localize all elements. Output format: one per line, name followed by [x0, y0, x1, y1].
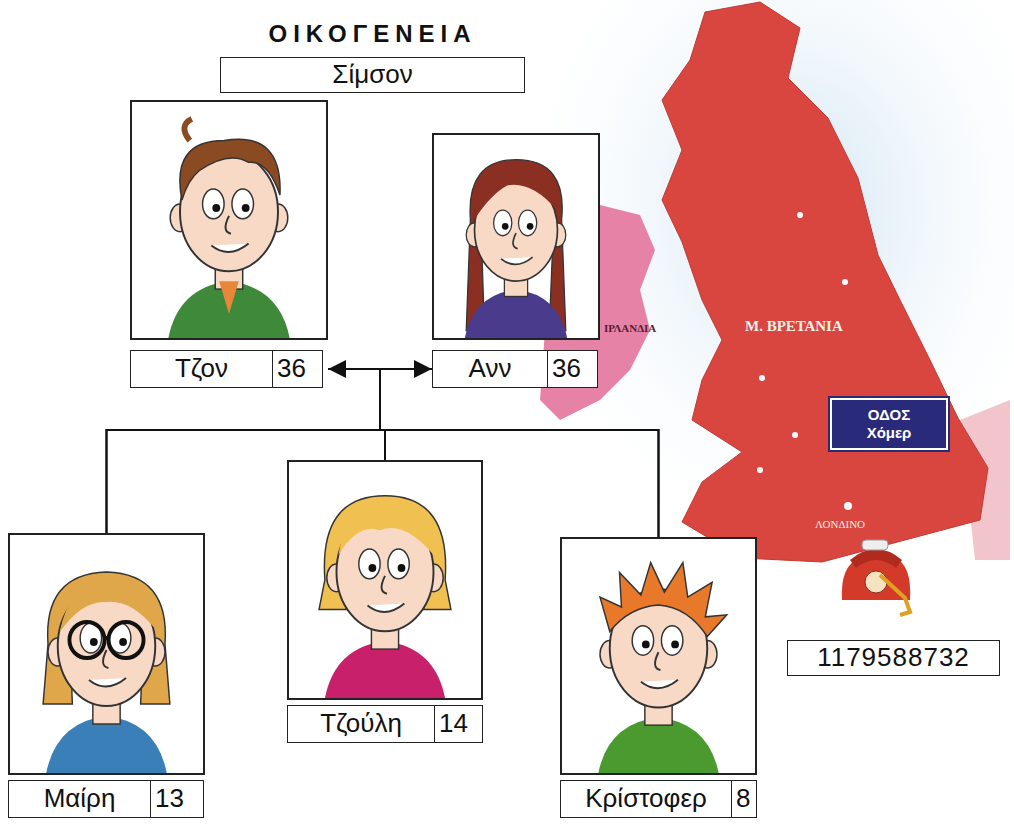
- father-portrait: [168, 119, 290, 339]
- person-card: Μαίρη13: [8, 533, 205, 818]
- city-label: ΛΟΝΔΙΝΟ: [815, 518, 865, 530]
- family-name-box: Σίμσον: [220, 57, 525, 93]
- country-label: Μ. ΒΡΕΤΑΝΙΑ: [745, 318, 843, 335]
- age-box: 14: [435, 705, 483, 743]
- parent-child-line: [380, 369, 432, 460]
- phone-number-box: 1179588732: [787, 640, 1000, 676]
- city-dots: [757, 212, 852, 510]
- age-box: 36: [548, 350, 598, 388]
- country-label: ΙΡΛΑΝΔΙΑ: [604, 322, 656, 334]
- parent-child-line: [380, 369, 659, 537]
- picture-frame: [287, 460, 483, 700]
- name-row: Τζον36: [130, 350, 323, 388]
- parent-child-line: [107, 369, 381, 533]
- box-text: Σίμσον: [221, 58, 524, 90]
- name-box: Τζον: [130, 350, 273, 388]
- girl-glasses-portrait: [43, 572, 170, 774]
- person-card: Τζούλη14: [287, 460, 483, 743]
- parent-child-line: [107, 369, 433, 533]
- parent-child-line: [328, 369, 385, 460]
- mother-portrait: [465, 160, 568, 340]
- picture-frame: [130, 100, 328, 340]
- age-box: 13: [151, 780, 204, 818]
- box-text: 1179588732: [788, 641, 999, 673]
- age-box: 8: [732, 780, 757, 818]
- great-britain: [662, 2, 988, 562]
- diagram-title: ΟΙΚΟΓΕΝΕΙΑ: [220, 20, 525, 48]
- name-row: Κρίστοφερ8: [560, 780, 757, 818]
- picture-frame: [560, 537, 757, 775]
- name-box: Μαίρη: [8, 780, 151, 818]
- name-box: Τζούλη: [287, 705, 435, 743]
- name-row: Μαίρη13: [8, 780, 204, 818]
- name-box: Κρίστοφερ: [560, 780, 732, 818]
- name-row: Τζούλη14: [287, 705, 483, 743]
- boy-portrait: [598, 563, 727, 775]
- picture-frame: [8, 533, 205, 775]
- street-sign-body: ΟΔΟΣ Χόμερ: [830, 398, 948, 450]
- street-sign: ΟΔΟΣ Χόμερ: [830, 398, 948, 450]
- person-card: Τζον36: [130, 100, 328, 388]
- family-name-box-body: Σίμσον: [220, 57, 525, 93]
- box-text: ΟΔΟΣ Χόμερ: [852, 406, 926, 442]
- telephone-icon: [842, 540, 910, 615]
- picture-frame: [432, 133, 600, 340]
- person-card: Ανν36: [432, 133, 600, 388]
- age-box: 36: [273, 350, 323, 388]
- girl-portrait: [319, 496, 451, 699]
- phone-number-box-body: 1179588732: [787, 640, 1000, 676]
- parent-child-line: [328, 369, 659, 537]
- name-box: Ανν: [432, 350, 548, 388]
- name-row: Ανν36: [432, 350, 598, 388]
- person-card: Κρίστοφερ8: [560, 537, 757, 818]
